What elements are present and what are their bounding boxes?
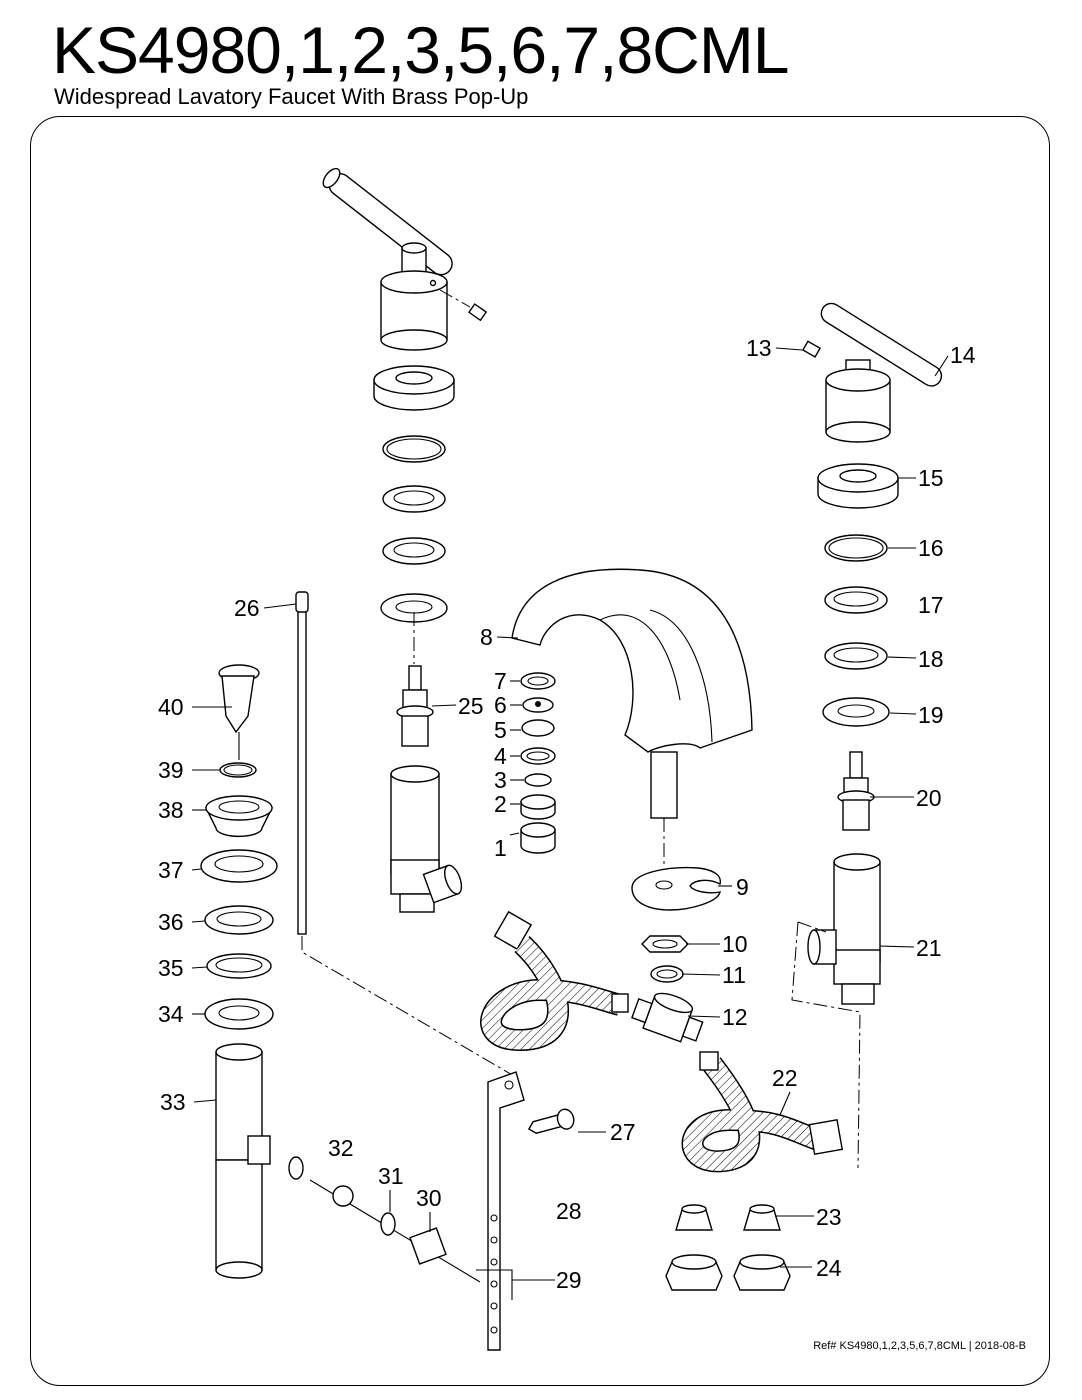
supply-hoses xyxy=(480,910,844,1173)
model-number: KS4980,1,2,3,5,6,7,8CML xyxy=(52,13,790,87)
callout-29: 29 xyxy=(556,1267,582,1293)
callout-36: 36 xyxy=(158,909,184,935)
callout-31: 31 xyxy=(378,1163,404,1189)
callout-5: 5 xyxy=(494,717,507,743)
callout-6: 6 xyxy=(494,692,507,718)
callout-14: 14 xyxy=(950,342,976,368)
callout-28: 28 xyxy=(556,1198,582,1224)
callout-27: 27 xyxy=(610,1119,636,1145)
callout-25: 25 xyxy=(458,693,484,719)
callout-3: 3 xyxy=(494,767,507,793)
callout-18: 18 xyxy=(918,646,944,672)
reference-code: Ref# KS4980,1,2,3,5,6,7,8CML | 2018-08-B xyxy=(813,1340,1026,1352)
callout-32: 32 xyxy=(328,1135,354,1161)
spout-assembly xyxy=(511,568,753,1043)
callout-17: 17 xyxy=(918,592,944,618)
callout-33: 33 xyxy=(160,1089,186,1115)
callout-16: 16 xyxy=(918,535,944,561)
callout-23: 23 xyxy=(816,1204,842,1230)
callout-7: 7 xyxy=(494,668,507,694)
callout-35: 35 xyxy=(158,955,184,981)
aerator-stack xyxy=(520,672,556,854)
diagram-frame xyxy=(30,116,1050,1386)
callout-40: 40 xyxy=(158,694,184,720)
callout-12: 12 xyxy=(722,1004,748,1030)
callout-26: 26 xyxy=(234,595,260,621)
callout-37: 37 xyxy=(158,857,184,883)
callout-22: 22 xyxy=(772,1065,798,1091)
callout-10: 10 xyxy=(722,931,748,957)
left-handle-assembly xyxy=(322,167,488,913)
callout-9: 9 xyxy=(736,874,749,900)
callout-11: 11 xyxy=(722,962,746,988)
callout-15: 15 xyxy=(918,465,944,491)
right-handle-assembly xyxy=(791,302,943,1169)
callout-1: 1 xyxy=(494,835,507,861)
callout-8: 8 xyxy=(480,624,493,650)
popup-drain-assembly xyxy=(200,591,575,1351)
callout-labels: 1 2 3 4 5 6 7 8 9 10 11 12 13 14 15 16 1… xyxy=(158,335,976,1293)
callout-2: 2 xyxy=(494,791,507,817)
callout-19: 19 xyxy=(918,702,944,728)
callout-38: 38 xyxy=(158,797,184,823)
compression-parts xyxy=(665,1204,791,1291)
leader-lines xyxy=(191,347,949,1281)
callout-20: 20 xyxy=(916,785,942,811)
callout-39: 39 xyxy=(158,757,184,783)
callout-34: 34 xyxy=(158,1001,184,1027)
diagram-subtitle: Widespread Lavatory Faucet With Brass Po… xyxy=(54,84,529,109)
callout-13: 13 xyxy=(746,335,772,361)
callout-4: 4 xyxy=(494,743,507,769)
callout-24: 24 xyxy=(816,1255,842,1281)
callout-21: 21 xyxy=(916,935,942,961)
callout-30: 30 xyxy=(416,1185,442,1211)
